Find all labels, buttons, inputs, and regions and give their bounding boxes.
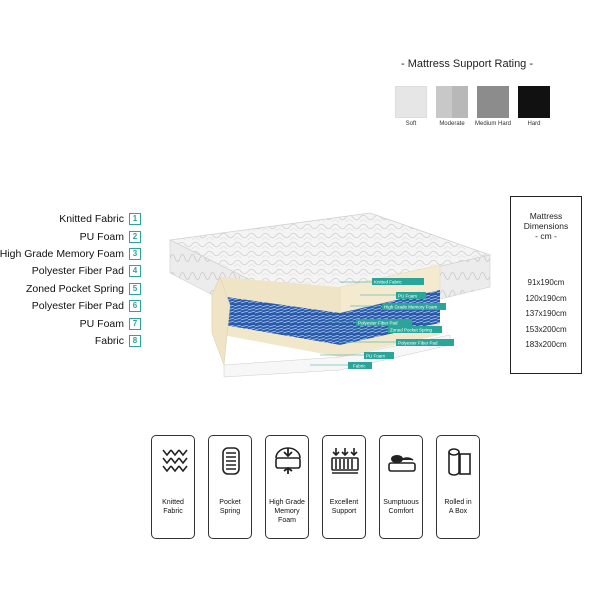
layer-name: PU Foam [79,318,124,330]
rating-swatch-medium-hard [477,86,509,118]
layer-item: PU Foam 7 [80,316,141,332]
size-item: 120x190cm [525,293,567,303]
rating-title: - Mattress Support Rating - [400,58,534,70]
layer-name: Polyester Fiber Pad [31,300,124,312]
feature-label: Rolled in A Box [444,499,472,515]
size-item: 153x200cm [525,324,567,334]
callout-label: Zoned Pocket Spring [390,328,433,333]
rating-label-moderate: Moderate [439,121,465,127]
callout-label: Polyester Fiber Pad [358,321,398,326]
knitted-fabric-icon [162,449,188,473]
dimensions-box: Mattress Dimensions - cm - 91x190cm 120x… [510,196,582,374]
mattress-illustration: Knitted Fabric PU Foam High Grade Memory… [168,212,492,378]
layer-number: 5 [129,283,141,295]
feature-card-knitted-fabric: Knitted Fabric [151,435,195,539]
dimensions-title: Mattress Dimensions - cm - [523,211,569,241]
size-item: 183x200cm [525,340,567,349]
layer-item: Zoned Pocket Spring 5 [26,281,141,297]
layer-item: High Grade Memory Foam 3 [0,246,141,262]
rating-label-medium-hard: Medium Hard [474,121,511,127]
support-icon [331,448,359,474]
layer-item: Polyester Fiber Pad 6 [32,298,141,314]
layer-item: Knitted Fabric 1 [59,211,141,227]
callout-label: Fabric [353,364,366,369]
layer-number: 6 [129,300,141,312]
pocket-spring-icon [222,447,240,475]
memory-foam-icon [275,447,301,474]
comfort-icon [388,455,416,472]
layer-number: 2 [129,231,141,243]
layer-number: 7 [129,318,141,330]
layer-number: 8 [129,335,141,347]
layer-name: Polyester Fiber Pad [31,265,124,277]
callout-label: High Grade Memory Foam [384,305,438,310]
layer-name: High Grade Memory Foam [0,248,124,260]
rating-swatch-hard [518,86,550,118]
feature-card-pocket-spring: Pocket Spring [208,435,252,539]
layer-item: Fabric 8 [95,333,141,349]
layer-number: 4 [129,265,141,277]
layer-item: PU Foam 2 [80,229,141,245]
callout-label: Knitted Fabric [374,280,403,285]
feature-card-rolled-in-box: Rolled in A Box [436,435,480,539]
feature-card-excellent-support: Excellent Support [322,435,366,539]
layer-name: Knitted Fabric [59,213,124,225]
rolled-box-icon [448,448,471,476]
feature-card-memory-foam: High Grade Memory Foam [265,435,309,539]
feature-label: Excellent Support [329,499,359,515]
callout-label: PU Foam [366,354,385,359]
dimensions-list: 91x190cm 120x190cm 137x190cm 153x200cm 1… [511,275,581,353]
layer-item: Polyester Fiber Pad 4 [32,263,141,279]
feature-label: Pocket Spring [219,499,241,515]
feature-label: Knitted Fabric [162,499,184,515]
feature-label: High Grade Memory Foam [269,499,305,524]
size-item: 137x190cm [525,309,567,318]
layer-name: Zoned Pocket Spring [25,283,124,295]
layer-name: Fabric [94,335,124,347]
size-item: 91x190cm [527,278,565,287]
rating-label-hard: Hard [527,121,541,127]
rating-swatch-soft [395,86,427,118]
rating-label-soft: Soft [405,121,417,127]
callout-label: PU Foam [398,294,417,299]
layer-number: 3 [129,248,141,260]
callout-label: Polyester Fiber Pad [398,341,438,346]
layer-name: PU Foam [79,231,124,243]
feature-label: Sumptuous Comfort [383,499,419,515]
feature-card-sumptuous-comfort: Sumptuous Comfort [379,435,423,539]
layer-number: 1 [129,213,141,225]
rating-swatch-moderate [436,86,468,118]
